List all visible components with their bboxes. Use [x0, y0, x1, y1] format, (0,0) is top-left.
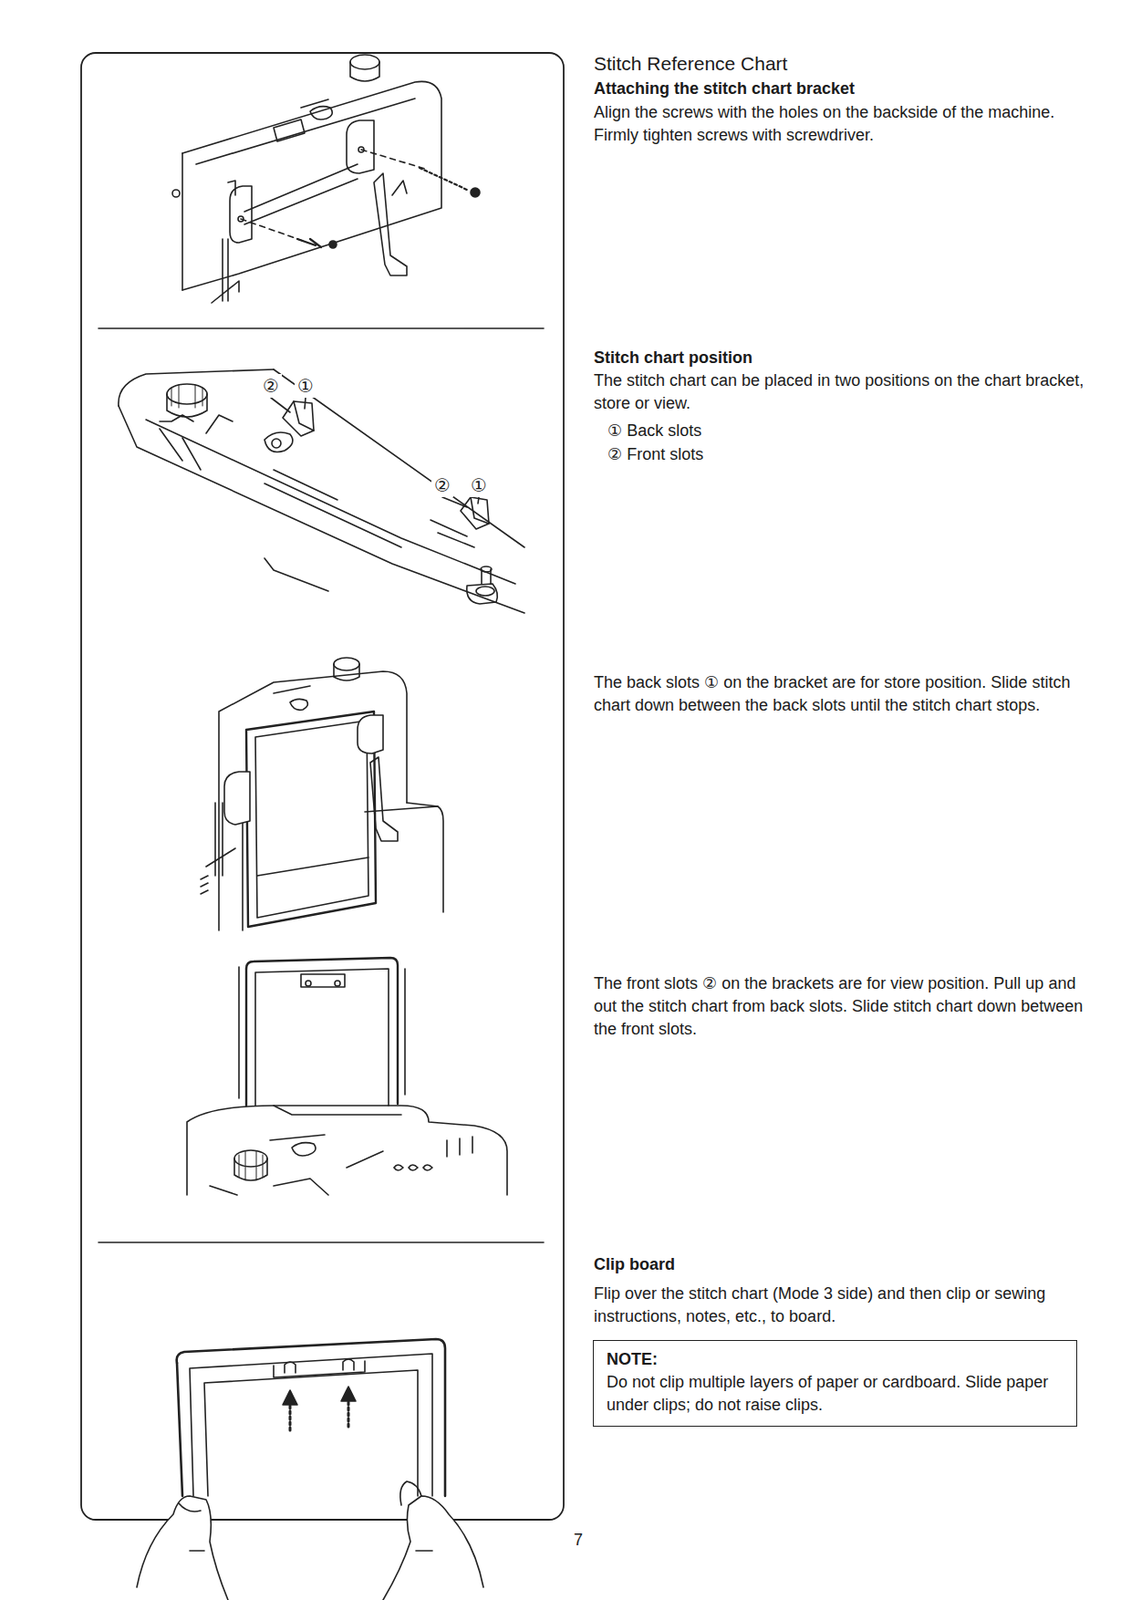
list-item: ① Back slots — [607, 419, 1082, 443]
divider — [98, 327, 544, 330]
clipboard-hands — [136, 1338, 484, 1600]
machine-back-view — [172, 54, 480, 303]
body-text: The stitch chart can be placed in two po… — [593, 369, 1096, 416]
machine-with-chart-view — [186, 957, 508, 1195]
divider — [98, 1241, 544, 1244]
note-heading: NOTE: — [606, 1348, 1064, 1371]
page-number: 7 — [547, 1528, 610, 1552]
callout-number: ② — [259, 373, 282, 398]
machine-with-chart-store — [200, 657, 444, 931]
section-heading: Stitch chart position — [593, 346, 1096, 370]
note-box: NOTE:Do not clip multiple layers of pape… — [592, 1339, 1078, 1427]
section-heading: Attaching the stitch chart bracket — [593, 77, 1096, 101]
machine-top-view — [118, 369, 525, 613]
callout-number: ① — [467, 473, 490, 498]
callout-number: ① — [294, 373, 317, 398]
body-text: The back slots ① on the bracket are for … — [593, 671, 1096, 717]
page-title: Stitch Reference Chart — [593, 51, 788, 77]
section-heading: Clip board — [593, 1253, 1096, 1277]
callout-number: ② — [431, 473, 454, 498]
body-text: The front slots ② on the brackets are fo… — [593, 972, 1096, 1041]
panel-frame — [81, 52, 564, 1520]
list-item: ② Front slots — [607, 443, 1082, 467]
body-text: Align the screws with the holes on the b… — [593, 101, 1096, 147]
body-text: Flip over the stitch chart (Mode 3 side)… — [593, 1282, 1096, 1329]
note-text: Do not clip multiple layers of paper or … — [606, 1370, 1064, 1417]
